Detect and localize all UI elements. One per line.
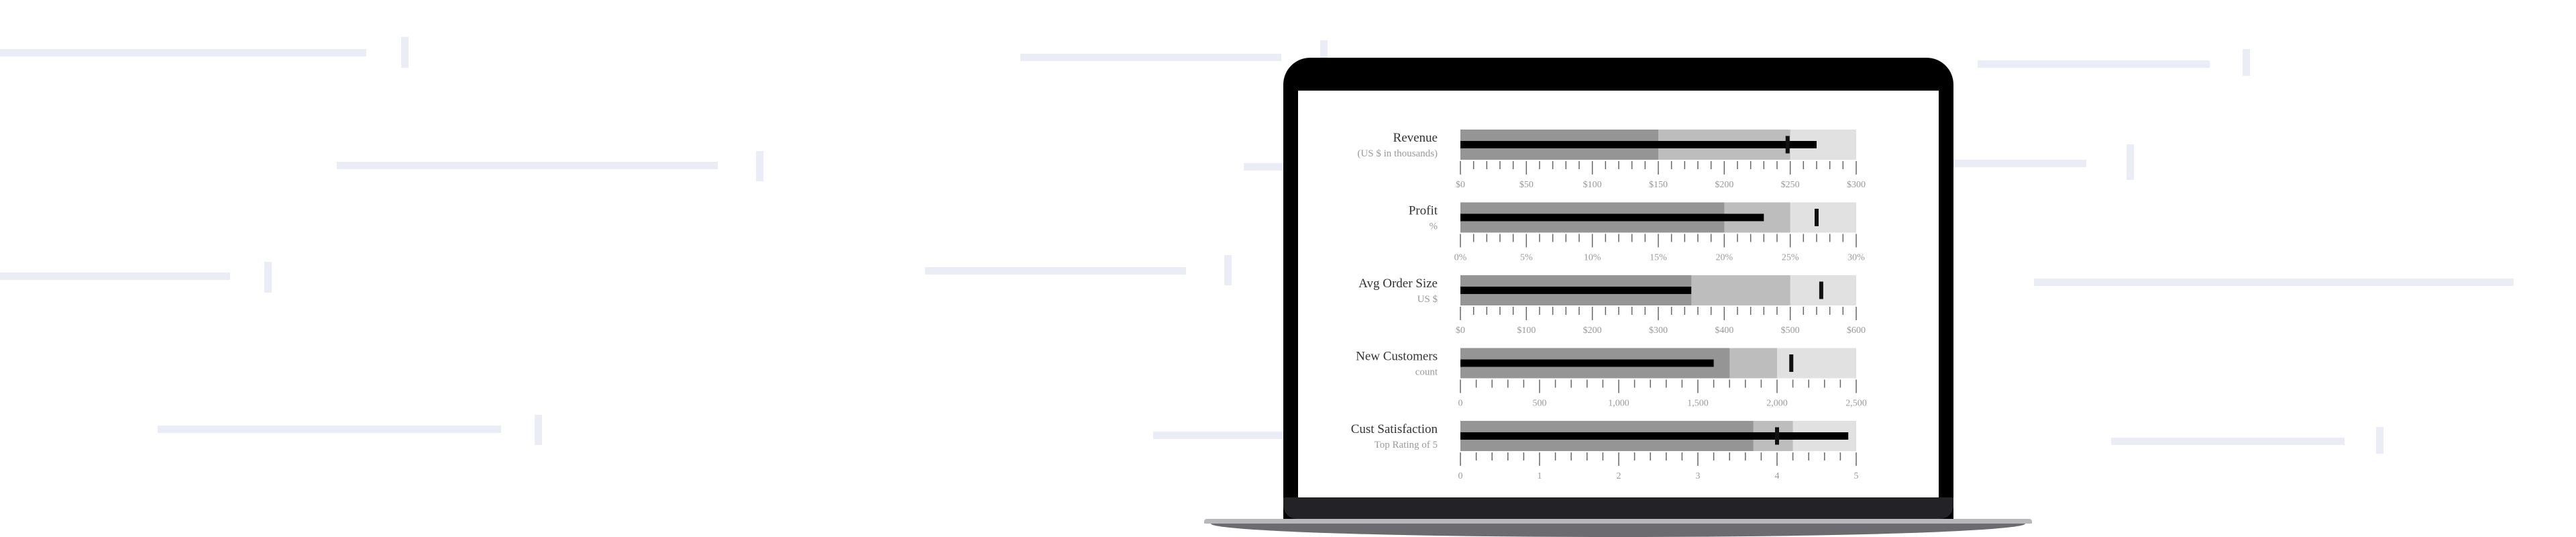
decor-line — [2376, 427, 2383, 454]
tick-label: $150 — [1649, 180, 1668, 190]
tick-label: $100 — [1583, 180, 1602, 190]
tick-label: 3 — [1696, 471, 1701, 481]
bullet-row-avg-order-size: Avg Order Size US $ $0 $100 $200 $300 $400 $500… — [1358, 275, 1866, 336]
target-marker — [1815, 209, 1819, 226]
tick-label: $250 — [1781, 180, 1800, 190]
tick-label: 25% — [1782, 253, 1799, 263]
tick-label: 15% — [1650, 253, 1667, 263]
decor-line — [1244, 163, 1284, 170]
target-marker — [1775, 427, 1779, 445]
tick-label: 20% — [1715, 253, 1733, 263]
measure-bar — [1460, 213, 1764, 222]
tick-label: $200 — [1583, 326, 1602, 336]
bullet-title: Avg Order Size — [1358, 277, 1438, 291]
bullet-subtitle: US $ — [1417, 294, 1438, 305]
tick-label: 1,000 — [1608, 399, 1629, 409]
decor-line — [0, 273, 230, 280]
tick-label: 2,500 — [1845, 399, 1867, 409]
decor-line — [1020, 54, 1281, 61]
measure-bar — [1460, 432, 1849, 440]
tick-label: $200 — [1715, 180, 1733, 190]
decor-line — [1953, 160, 2086, 167]
bullet-subtitle: Top Rating of 5 — [1375, 440, 1438, 450]
target-marker — [1789, 354, 1794, 372]
measure-bar — [1460, 359, 1714, 367]
tick-label: 4 — [1775, 471, 1780, 481]
decor-line — [2127, 144, 2134, 180]
tick-label: 1 — [1538, 471, 1542, 481]
laptop-base-edge — [1204, 519, 2032, 524]
tick-label: 2,000 — [1766, 399, 1788, 409]
tick-label: 0 — [1458, 471, 1463, 481]
laptop-base — [1211, 524, 2025, 537]
decor-line — [2034, 279, 2514, 286]
decor-line — [925, 267, 1186, 275]
decor-line — [1320, 40, 1328, 60]
decor-line — [264, 262, 272, 293]
tick-label: $400 — [1715, 326, 1733, 336]
bullet-title: Cust Satisfaction — [1351, 422, 1438, 436]
decor-line — [756, 151, 763, 181]
tick-label: 1,500 — [1687, 399, 1709, 409]
decor-line — [1153, 432, 1283, 439]
measure-bar — [1460, 287, 1692, 294]
tick-label: $100 — [1517, 326, 1536, 336]
tick-label: 5 — [1854, 471, 1859, 481]
tick-label: 500 — [1533, 399, 1547, 409]
decor-line — [2243, 49, 2250, 76]
decor-line — [535, 415, 542, 445]
tick-label: 0 — [1458, 399, 1463, 409]
tick-label: $50 — [1519, 180, 1534, 190]
tick-label: 10% — [1584, 253, 1601, 263]
tick-label: $300 — [1847, 180, 1866, 190]
bullet-row-new-customers: New Customers count 0 500 1,000 1,500 2,000 2,5… — [1356, 348, 1867, 409]
bullet-row-revenue: Revenue (US $ in thousands) $0 $50 $100 $150 $… — [1357, 130, 1866, 190]
tick-label: $300 — [1649, 326, 1668, 336]
bullet-row-profit: Profit% 0% 5% 10% 15% 20% 25% 30% — [1409, 202, 1865, 263]
decor-line — [158, 426, 501, 433]
tick-label: 5% — [1520, 253, 1533, 263]
decor-line — [1978, 60, 2210, 68]
tick-label: 0% — [1454, 253, 1467, 263]
decor-line — [2111, 438, 2345, 445]
bullet-subtitle: % — [1430, 222, 1438, 232]
decor-line — [0, 49, 366, 56]
tick-label: $500 — [1781, 326, 1800, 336]
tick-label: $0 — [1456, 326, 1465, 336]
bullet-title: New Customers — [1356, 350, 1438, 364]
tick-label: $600 — [1847, 326, 1866, 336]
target-marker — [1819, 281, 1823, 299]
decor-line — [337, 162, 718, 169]
bullet-title: Profit — [1409, 204, 1438, 218]
decor-line — [1224, 255, 1232, 285]
measure-bar — [1460, 141, 1817, 148]
tick-label: $0 — [1456, 180, 1465, 190]
bullet-subtitle: (US $ in thousands) — [1357, 148, 1438, 159]
laptop-bezel — [1283, 497, 1953, 519]
tick-label: 2 — [1617, 471, 1621, 481]
bullet-title: Revenue — [1393, 131, 1438, 145]
decor-line — [401, 37, 409, 68]
target-marker — [1785, 136, 1790, 154]
bullet-subtitle: count — [1415, 367, 1438, 378]
tick-label: 30% — [1847, 253, 1865, 263]
